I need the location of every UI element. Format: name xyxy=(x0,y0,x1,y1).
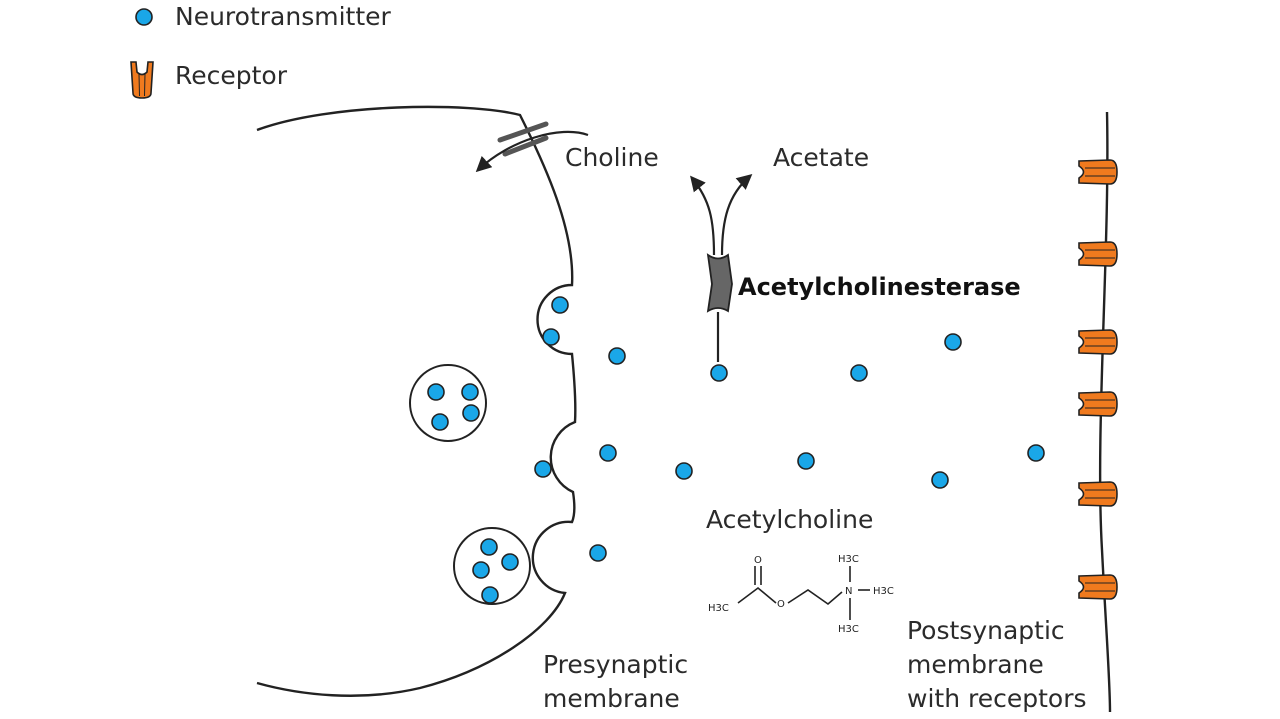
neurotransmitter-dot xyxy=(431,413,449,431)
ch3-top-text: H3C xyxy=(838,554,859,565)
acetate-label: Acetate xyxy=(773,143,870,172)
neurotransmitter-dot xyxy=(931,471,949,489)
neurotransmitter-dot xyxy=(480,538,498,556)
receptor-icon xyxy=(1078,329,1118,355)
enzyme-label: Acetylcholinesterase xyxy=(738,273,1021,301)
neurotransmitter-dot xyxy=(850,364,868,382)
postsynaptic-line-3: with receptors xyxy=(907,684,1087,713)
receptor-icon xyxy=(1078,159,1118,185)
neurotransmitter-dot xyxy=(608,347,626,365)
neurotransmitter-dot xyxy=(461,383,479,401)
choline-transporter xyxy=(497,121,549,157)
postsynaptic-line-1: Postsynaptic xyxy=(907,616,1065,645)
legend-neurotransmitter-icon xyxy=(135,8,153,26)
carbonyl-oxygen-text: O xyxy=(754,555,762,566)
presynaptic-line-1: Presynaptic xyxy=(543,650,689,679)
receptor-icon xyxy=(1078,481,1118,507)
receptor-icon xyxy=(1078,574,1118,600)
receptor-icon xyxy=(1078,391,1118,417)
receptor-icon xyxy=(1078,241,1118,267)
acetylcholinesterase-enzyme xyxy=(690,173,753,362)
vesicle xyxy=(453,527,531,605)
neurotransmitter-dot xyxy=(472,561,490,579)
acetylcholine-structure: H3C O O N H3C H3C H3C xyxy=(708,554,894,635)
presynaptic-line-2: membrane xyxy=(543,684,680,713)
nitrogen-text: N xyxy=(845,586,852,597)
neurotransmitter-dot xyxy=(797,452,815,470)
vesicle xyxy=(409,364,487,442)
neurotransmitter-dot xyxy=(589,544,607,562)
ch3-right-text: H3C xyxy=(873,586,894,597)
choline-label: Choline xyxy=(565,143,659,172)
neurotransmitter-dot xyxy=(534,460,552,478)
presynaptic-membrane xyxy=(256,105,577,697)
presynaptic-membrane-label: Presynaptic membrane xyxy=(543,648,688,716)
legend-receptor-icon xyxy=(130,61,154,99)
ester-oxygen-text: O xyxy=(777,599,785,610)
legend-neurotransmitter-label: Neurotransmitter xyxy=(175,2,391,31)
neurotransmitter-dot xyxy=(675,462,693,480)
acetylcholine-label: Acetylcholine xyxy=(706,505,874,534)
neurotransmitter-dot xyxy=(710,364,728,382)
neurotransmitter-dot xyxy=(481,586,499,604)
h3c-left-text: H3C xyxy=(708,603,729,614)
legend-receptor-label: Receptor xyxy=(175,61,287,90)
neurotransmitter-dot xyxy=(427,383,445,401)
neurotransmitter-dot xyxy=(501,553,519,571)
neurotransmitter-group xyxy=(427,296,1045,604)
ch3-bottom-text: H3C xyxy=(838,624,859,635)
neurotransmitter-dot xyxy=(1027,444,1045,462)
neurotransmitter-dot xyxy=(944,333,962,351)
neurotransmitter-dot xyxy=(599,444,617,462)
postsynaptic-membrane-label: Postsynaptic membrane with receptors xyxy=(907,614,1087,716)
choline-arrow xyxy=(475,130,589,173)
neurotransmitter-dot xyxy=(542,328,560,346)
postsynaptic-line-2: membrane xyxy=(907,650,1044,679)
receptors-group xyxy=(1078,159,1118,600)
neurotransmitter-dot xyxy=(551,296,569,314)
neurotransmitter-dot xyxy=(462,404,480,422)
